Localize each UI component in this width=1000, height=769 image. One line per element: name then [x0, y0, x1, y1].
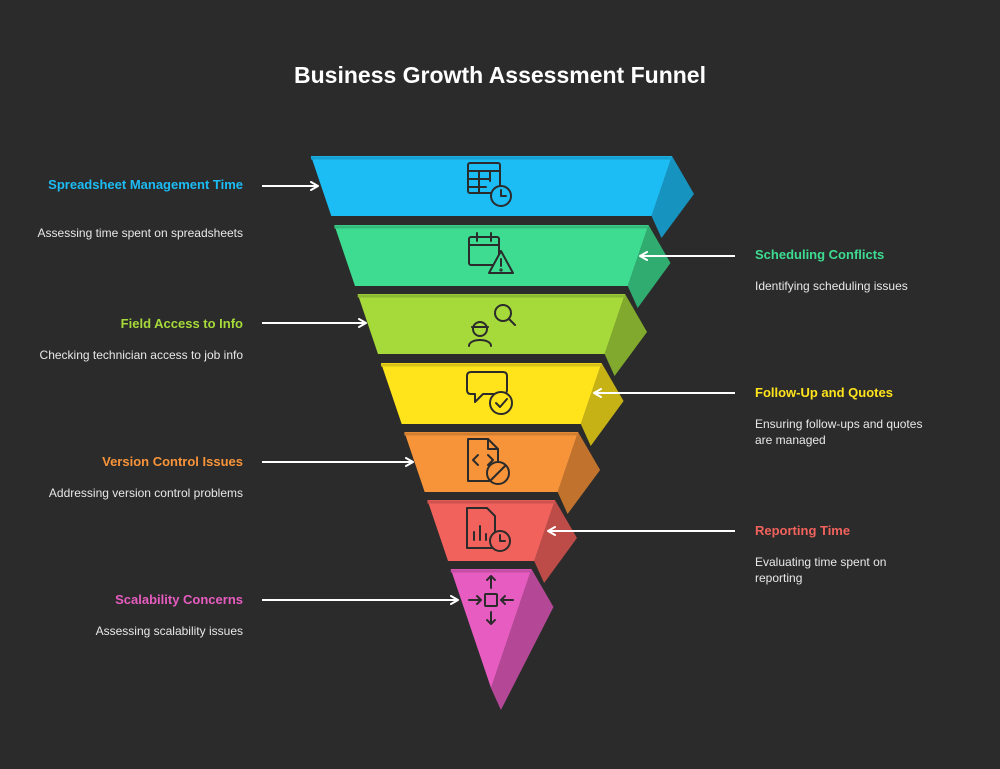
label-scalability-concerns: Scalability Concerns	[115, 592, 243, 607]
label-reporting-time: Reporting Time	[755, 523, 851, 538]
funnel-segment-scheduling-conflicts	[334, 225, 649, 286]
desc-version-control: Addressing version control problems	[48, 486, 243, 500]
label-scheduling-conflicts: Scheduling Conflicts	[755, 247, 885, 262]
desc-spreadsheet-management: Assessing time spent on spreadsheets	[37, 226, 243, 240]
label-spreadsheet-management: Spreadsheet Management Time	[48, 177, 243, 192]
funnel-segment-field-access-to-info	[357, 294, 626, 354]
diagram-title: Business Growth Assessment Funnel	[294, 62, 706, 88]
desc-reporting-time: Evaluating time spent on reporting	[755, 555, 887, 585]
desc-follow-up-quotes: Ensuring follow-ups and quotes are manag…	[755, 417, 923, 447]
chat-check-icon	[466, 371, 513, 415]
scale-arrows-icon	[468, 575, 514, 625]
funnel-side-scheduling-conflicts	[627, 225, 671, 308]
report-clock-icon	[466, 507, 511, 552]
desc-scheduling-conflicts: Identifying scheduling issues	[755, 279, 908, 293]
spreadsheet-clock-icon	[467, 162, 512, 207]
funnel-side-reporting-time	[534, 500, 577, 583]
calendar-warning-icon	[468, 232, 514, 274]
funnel-side-field-access-to-info	[604, 294, 648, 376]
funnel-segment-scalability-concerns	[450, 569, 532, 688]
funnel-side-spreadsheet-management-time	[651, 156, 694, 238]
code-file-blocked-icon	[467, 438, 510, 485]
desc-field-access: Checking technician access to job info	[39, 348, 243, 362]
funnel-side-scalability-concerns	[491, 569, 554, 710]
label-field-access: Field Access to Info	[120, 316, 243, 331]
technician-search-icon	[468, 304, 516, 347]
funnel-side-version-control-issues	[557, 432, 601, 514]
desc-scalability-concerns: Assessing scalability issues	[95, 624, 243, 638]
funnel-segment-reporting-time	[427, 500, 555, 561]
label-follow-up-quotes: Follow-Up and Quotes	[755, 385, 893, 400]
label-version-control: Version Control Issues	[102, 454, 243, 469]
funnel-side-follow-up-and-quotes	[580, 363, 624, 446]
funnel-segment-spreadsheet-management-time	[311, 156, 672, 216]
